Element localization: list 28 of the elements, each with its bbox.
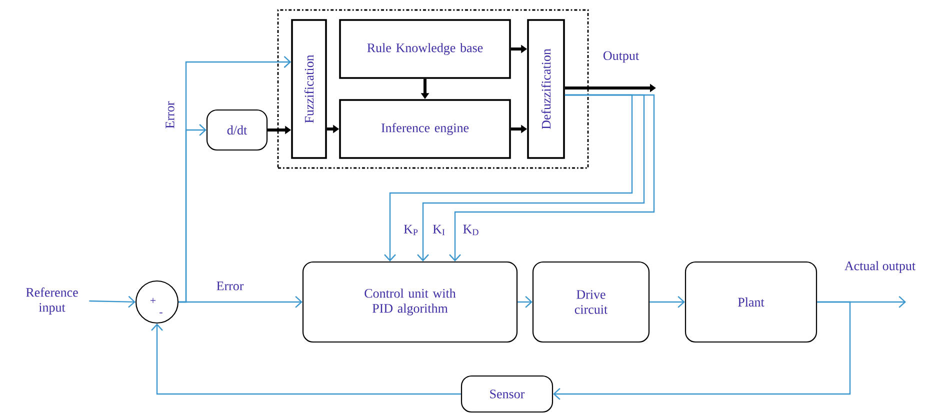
arrow: [417, 94, 645, 262]
process-box: Control unit with PID algorithm: [302, 261, 518, 343]
process-box: d/dt: [206, 109, 268, 151]
arrow: [151, 324, 461, 395]
process-box: Plant: [684, 261, 818, 343]
arrow: [553, 301, 851, 400]
arrow: [178, 124, 206, 303]
process-box: Drive circuit: [532, 261, 650, 343]
arrow: [89, 296, 136, 308]
arrow: [518, 296, 532, 308]
edge-label: Error: [215, 280, 245, 292]
input-label: Reference input: [26, 288, 78, 314]
summing-junction: + -: [135, 280, 179, 324]
process-box: Fuzzification: [291, 19, 327, 159]
edge-label: Output: [602, 50, 640, 64]
arrow: [384, 94, 633, 262]
process-box: Rule Knowledge base: [339, 19, 511, 79]
edge-label: K$_{P}$: [402, 224, 420, 236]
process-box: Defuzzification: [527, 19, 565, 159]
process-box: Inference engine: [339, 99, 511, 159]
arrow: [449, 94, 655, 262]
dashed-frame: [277, 9, 589, 169]
arrow: [650, 296, 685, 308]
edge-label: Actual output: [843, 260, 917, 274]
process-box: Sensor: [460, 375, 554, 413]
edge-label: Error: [164, 100, 176, 130]
edge-label: K$_{I}$: [432, 224, 446, 236]
edge-label: K$_{D}$: [462, 224, 480, 236]
